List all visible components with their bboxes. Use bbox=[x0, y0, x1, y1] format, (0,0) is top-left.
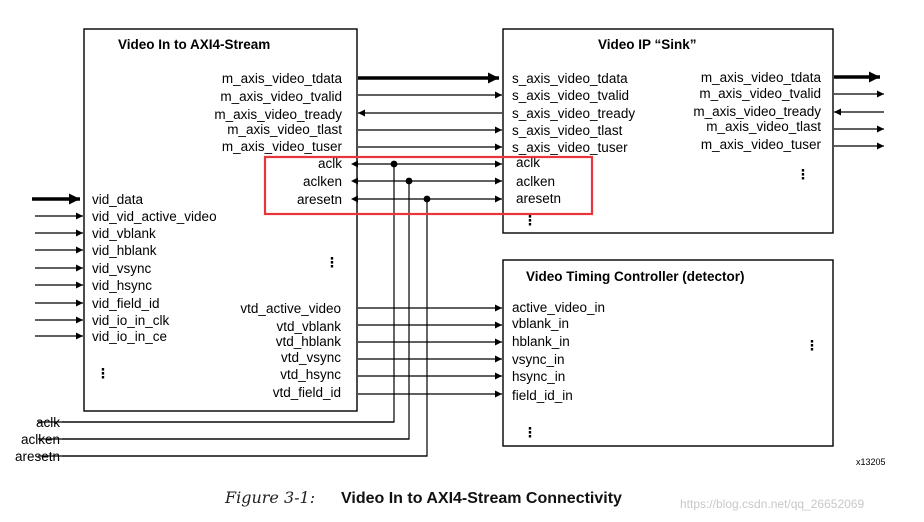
vin-port-aclken: aclken bbox=[303, 174, 342, 189]
ext-input-aclk: aclk bbox=[36, 415, 60, 430]
vin-port-vid-io-in-ce: vid_io_in_ce bbox=[92, 329, 167, 344]
sink-port-tuser-out: m_axis_video_tuser bbox=[701, 137, 822, 152]
vin-port-vid-vblank: vid_vblank bbox=[92, 226, 156, 241]
vin-port-vtd-hsync: vtd_hsync bbox=[280, 367, 341, 382]
vin-port-vid-io-in-clk: vid_io_in_clk bbox=[92, 313, 170, 328]
vin-port-tdata: m_axis_video_tdata bbox=[222, 71, 343, 86]
figure-id: x13205 bbox=[856, 457, 886, 467]
ellipsis-sink-left: ⋮ bbox=[523, 213, 537, 228]
sink-port-tvalid-in: s_axis_video_tvalid bbox=[512, 88, 629, 103]
vin-port-vid-hblank: vid_hblank bbox=[92, 243, 157, 258]
vin-port-vid-active-video: vid_vid_active_video bbox=[92, 209, 217, 224]
vtc-block bbox=[502, 259, 834, 447]
vin-port-aresetn: aresetn bbox=[297, 192, 342, 207]
ellipsis-vin-left: ⋮ bbox=[96, 366, 110, 381]
ellipsis-vin-right: ⋮ bbox=[325, 255, 339, 270]
ext-input-aresetn: aresetn bbox=[15, 449, 60, 464]
vin-port-tvalid: m_axis_video_tvalid bbox=[220, 89, 342, 104]
junction-aclk bbox=[390, 160, 398, 168]
vtc-port-vblank-in: vblank_in bbox=[512, 316, 569, 331]
ellipsis-vtc-right: ⋮ bbox=[805, 338, 819, 353]
vin-port-aclk: aclk bbox=[318, 156, 342, 171]
video-in-block bbox=[83, 28, 358, 412]
vin-port-vid-vsync: vid_vsync bbox=[92, 261, 152, 276]
sink-port-tlast-out: m_axis_video_tlast bbox=[706, 119, 821, 134]
vin-port-vid-hsync: vid_hsync bbox=[92, 278, 152, 293]
caption-title: Video In to AXI4-Stream Connectivity bbox=[341, 490, 622, 507]
vtc-port-field-id-in: field_id_in bbox=[512, 388, 573, 403]
vin-port-vtd-hblank: vtd_hblank bbox=[276, 334, 342, 349]
sink-port-aresetn: aresetn bbox=[516, 191, 561, 206]
vin-port-vtd-field-id: vtd_field_id bbox=[273, 385, 341, 400]
watermark: https://blog.csdn.net/qq_26652069 bbox=[680, 497, 864, 511]
vtc-port-hblank-in: hblank_in bbox=[512, 334, 570, 349]
ext-input-leads bbox=[62, 421, 427, 457]
vin-port-tready: m_axis_video_tready bbox=[214, 107, 342, 122]
vtc-port-vsync-in: vsync_in bbox=[512, 352, 565, 367]
ext-input-aclken: aclken bbox=[21, 432, 60, 447]
vin-port-tlast: m_axis_video_tlast bbox=[227, 122, 342, 137]
vtc-port-active-video-in: active_video_in bbox=[512, 300, 605, 315]
vin-port-tuser: m_axis_video_tuser bbox=[222, 139, 343, 154]
junction-aresetn bbox=[423, 195, 431, 203]
caption-label: Figure 3-1: bbox=[224, 488, 315, 507]
ellipsis-vtc-left: ⋮ bbox=[523, 425, 537, 440]
vin-port-vtd-vsync: vtd_vsync bbox=[281, 350, 341, 365]
junction-aclken bbox=[405, 177, 413, 185]
sink-port-tvalid-out: m_axis_video_tvalid bbox=[699, 86, 821, 101]
sink-port-tready-out: m_axis_video_tready bbox=[693, 104, 821, 119]
sink-port-tdata-out: m_axis_video_tdata bbox=[701, 70, 822, 85]
sink-port-aclken: aclken bbox=[516, 174, 555, 189]
highlight-box bbox=[263, 155, 594, 216]
sink-port-tready-in: s_axis_video_tready bbox=[512, 106, 635, 121]
sink-port-aclk: aclk bbox=[516, 155, 540, 170]
vtc-title: Video Timing Controller (detector) bbox=[526, 269, 745, 284]
sink-output-wires bbox=[834, 71, 884, 150]
vin-port-vid-data: vid_data bbox=[92, 192, 144, 207]
sink-title: Video IP “Sink” bbox=[598, 37, 697, 52]
sink-port-tuser-in: s_axis_video_tuser bbox=[512, 140, 628, 155]
vin-port-vid-field-id: vid_field_id bbox=[92, 296, 160, 311]
video-in-title: Video In to AXI4-Stream bbox=[118, 37, 270, 52]
vin-port-vtd-vblank: vtd_vblank bbox=[276, 319, 341, 334]
vtc-port-hsync-in: hsync_in bbox=[512, 369, 565, 384]
vtd-wires bbox=[358, 304, 502, 398]
video-in-input-wires bbox=[32, 193, 83, 340]
sink-port-tlast-in: s_axis_video_tlast bbox=[512, 123, 623, 138]
sink-port-tdata-in: s_axis_video_tdata bbox=[512, 71, 628, 86]
vin-port-vtd-active-video: vtd_active_video bbox=[240, 301, 341, 316]
ellipsis-sink-right: ⋮ bbox=[796, 167, 810, 182]
sink-block bbox=[502, 28, 834, 234]
axi-stream-wires bbox=[358, 72, 502, 151]
